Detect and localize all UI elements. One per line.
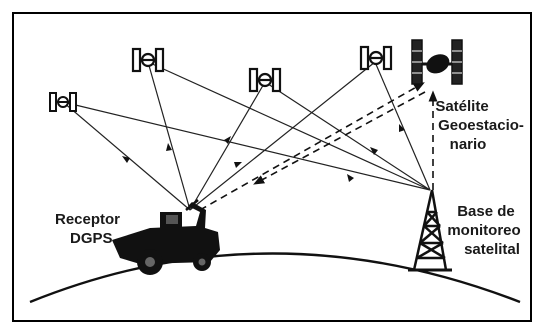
gps-satellite-icon (50, 93, 76, 111)
signal-lines (63, 62, 430, 210)
geo-label-line1: Satélite (435, 98, 488, 115)
gps-satellite-icon (250, 69, 280, 91)
earth-horizon (30, 254, 520, 303)
monitoring-tower-icon (408, 190, 452, 270)
signal-line (63, 102, 190, 210)
base-label-line3: satelital (464, 241, 520, 258)
arrow-mark (234, 162, 242, 168)
base-label-line2: monitoreo (447, 222, 520, 239)
dashed-link-receiver (200, 85, 420, 210)
geo-label-line3: nario (450, 136, 487, 153)
arrow-mark (122, 156, 130, 163)
signal-line (190, 82, 265, 210)
signal-line (265, 82, 430, 190)
receiver-label-line1: Receptor (55, 211, 120, 228)
signal-line (63, 102, 430, 190)
gps-satellite-icon (133, 49, 163, 71)
signal-line (148, 62, 430, 190)
geostationary-satellite-icon (412, 40, 462, 84)
base-label-line1: Base de (457, 203, 515, 220)
geo-label-line2: Geoestacio- (438, 117, 524, 134)
arrow-mark (347, 174, 354, 182)
signal-arrows (122, 104, 405, 182)
correction-links (200, 85, 433, 210)
signal-line (148, 62, 190, 210)
receiver-label-line2: DGPS (70, 230, 113, 247)
